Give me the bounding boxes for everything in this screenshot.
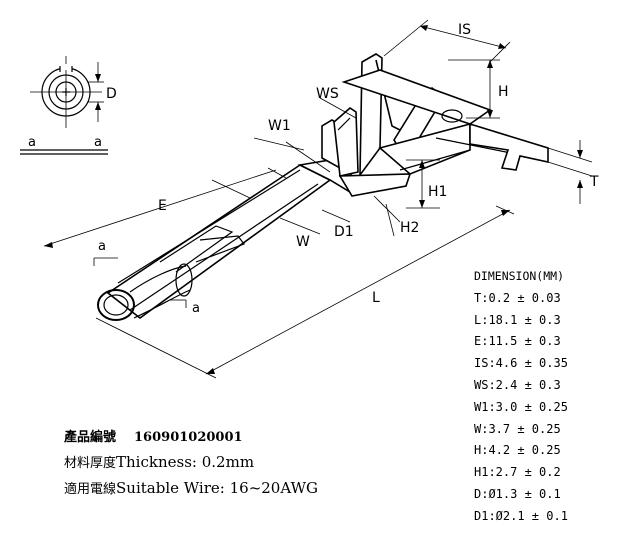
- label-L: L: [372, 290, 380, 306]
- label-a-right: a: [94, 135, 102, 150]
- label-a-left: a: [28, 135, 36, 150]
- product-code: 160901020001: [134, 430, 243, 445]
- dimension-row-H1: H1:2.7 ± 0.2: [474, 465, 561, 480]
- label-H2: H2: [400, 220, 419, 236]
- terminal-body: [97, 53, 549, 321]
- product-info: 產品編號 160901020001 材料厚度Thickness: 0.2mm 適用…: [64, 426, 404, 502]
- thickness-label: Thickness:: [116, 453, 197, 471]
- dimension-row-L: L:18.1 ± 0.3: [474, 312, 561, 327]
- dimension-row-W: W:3.7 ± 0.25: [474, 421, 561, 436]
- product-code-label: 產品編號: [64, 430, 117, 445]
- label-WS: WS: [316, 86, 339, 102]
- thickness-row: 材料厚度Thickness: 0.2mm: [64, 450, 404, 476]
- dimension-header: DIMENSION(MM): [474, 269, 565, 283]
- dimension-row-T: T:0.2 ± 0.03: [474, 290, 561, 305]
- label-T: T: [589, 174, 599, 190]
- dimension-row-WS: WS:2.4 ± 0.3: [474, 377, 561, 392]
- label-W1: W1: [268, 118, 291, 134]
- label-a-top: a: [98, 239, 106, 254]
- dimension-row-W1: W1:3.0 ± 0.25: [474, 399, 568, 414]
- label-D: D: [106, 86, 117, 102]
- dimension-table: DIMENSION(MM) T:0.2 ± 0.03 L:18.1 ± 0.3 …: [474, 266, 624, 528]
- dimension-row-D1: D1:Ø2.1 ± 0.1: [474, 508, 568, 523]
- label-H1: H1: [428, 184, 447, 200]
- label-H: H: [498, 84, 509, 100]
- wire-row: 適用電線Suitable Wire: 16~20AWG: [64, 476, 404, 502]
- label-D1: D1: [334, 224, 354, 240]
- wire-label: Suitable Wire:: [116, 479, 225, 497]
- dimension-lines: IS H WS W1 E H1 H2 D1 W: [43, 19, 599, 379]
- dimension-row-IS: IS:4.6 ± 0.35: [474, 356, 568, 371]
- label-IS: IS: [458, 22, 471, 38]
- label-E: E: [158, 198, 167, 214]
- thickness-label-cn: 材料厚度: [64, 456, 117, 471]
- label-W: W: [296, 234, 310, 250]
- product-code-row: 產品編號 160901020001: [64, 426, 404, 450]
- thickness-value: 0.2mm: [201, 453, 255, 471]
- dimension-row-E: E:11.5 ± 0.3: [474, 334, 561, 349]
- wire-value: 16~20AWG: [229, 479, 318, 497]
- cross-section-detail: D a a: [20, 56, 117, 155]
- dimension-row-H: H:4.2 ± 0.25: [474, 443, 561, 458]
- label-a-bottom: a: [192, 301, 200, 316]
- wire-label-cn: 適用電線: [64, 482, 117, 497]
- dimension-row-D: D:Ø1.3 ± 0.1: [474, 486, 561, 501]
